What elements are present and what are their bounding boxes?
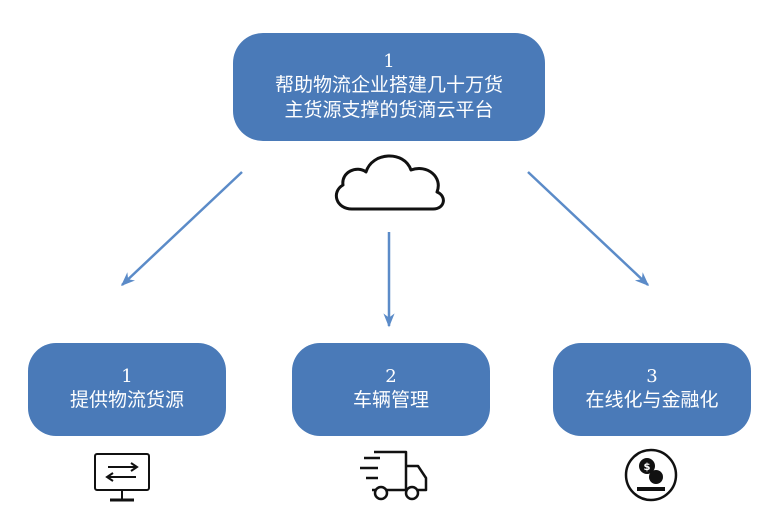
top-node-number: 1 [383,51,395,72]
child-node-number: 1 [121,366,133,387]
delivery-truck-icon [360,450,428,501]
monitor-exchange-icon [94,453,150,502]
cloud-icon [334,154,445,211]
arrow-to-node-3 [527,171,650,286]
finance-coin-icon: $ [624,448,678,502]
child-node-3: 3 在线化与金融化 [553,343,751,436]
child-node-number: 2 [385,366,397,387]
top-node-label-line2: 主货源支撑的货滴云平台 [284,99,494,121]
svg-text:$: $ [644,462,651,473]
arrow-to-node-1 [120,171,243,286]
child-node-label: 在线化与金融化 [585,389,719,411]
child-node-number: 3 [646,366,658,387]
top-node-label-line1: 帮助物流企业搭建几十万货 [274,74,503,96]
child-node-2: 2 车辆管理 [292,343,490,436]
child-node-1: 1 提供物流货源 [28,343,226,436]
child-node-label: 车辆管理 [352,389,429,411]
top-node: 1 帮助物流企业搭建几十万货 主货源支撑的货滴云平台 [233,33,545,141]
child-node-label: 提供物流货源 [69,389,184,411]
